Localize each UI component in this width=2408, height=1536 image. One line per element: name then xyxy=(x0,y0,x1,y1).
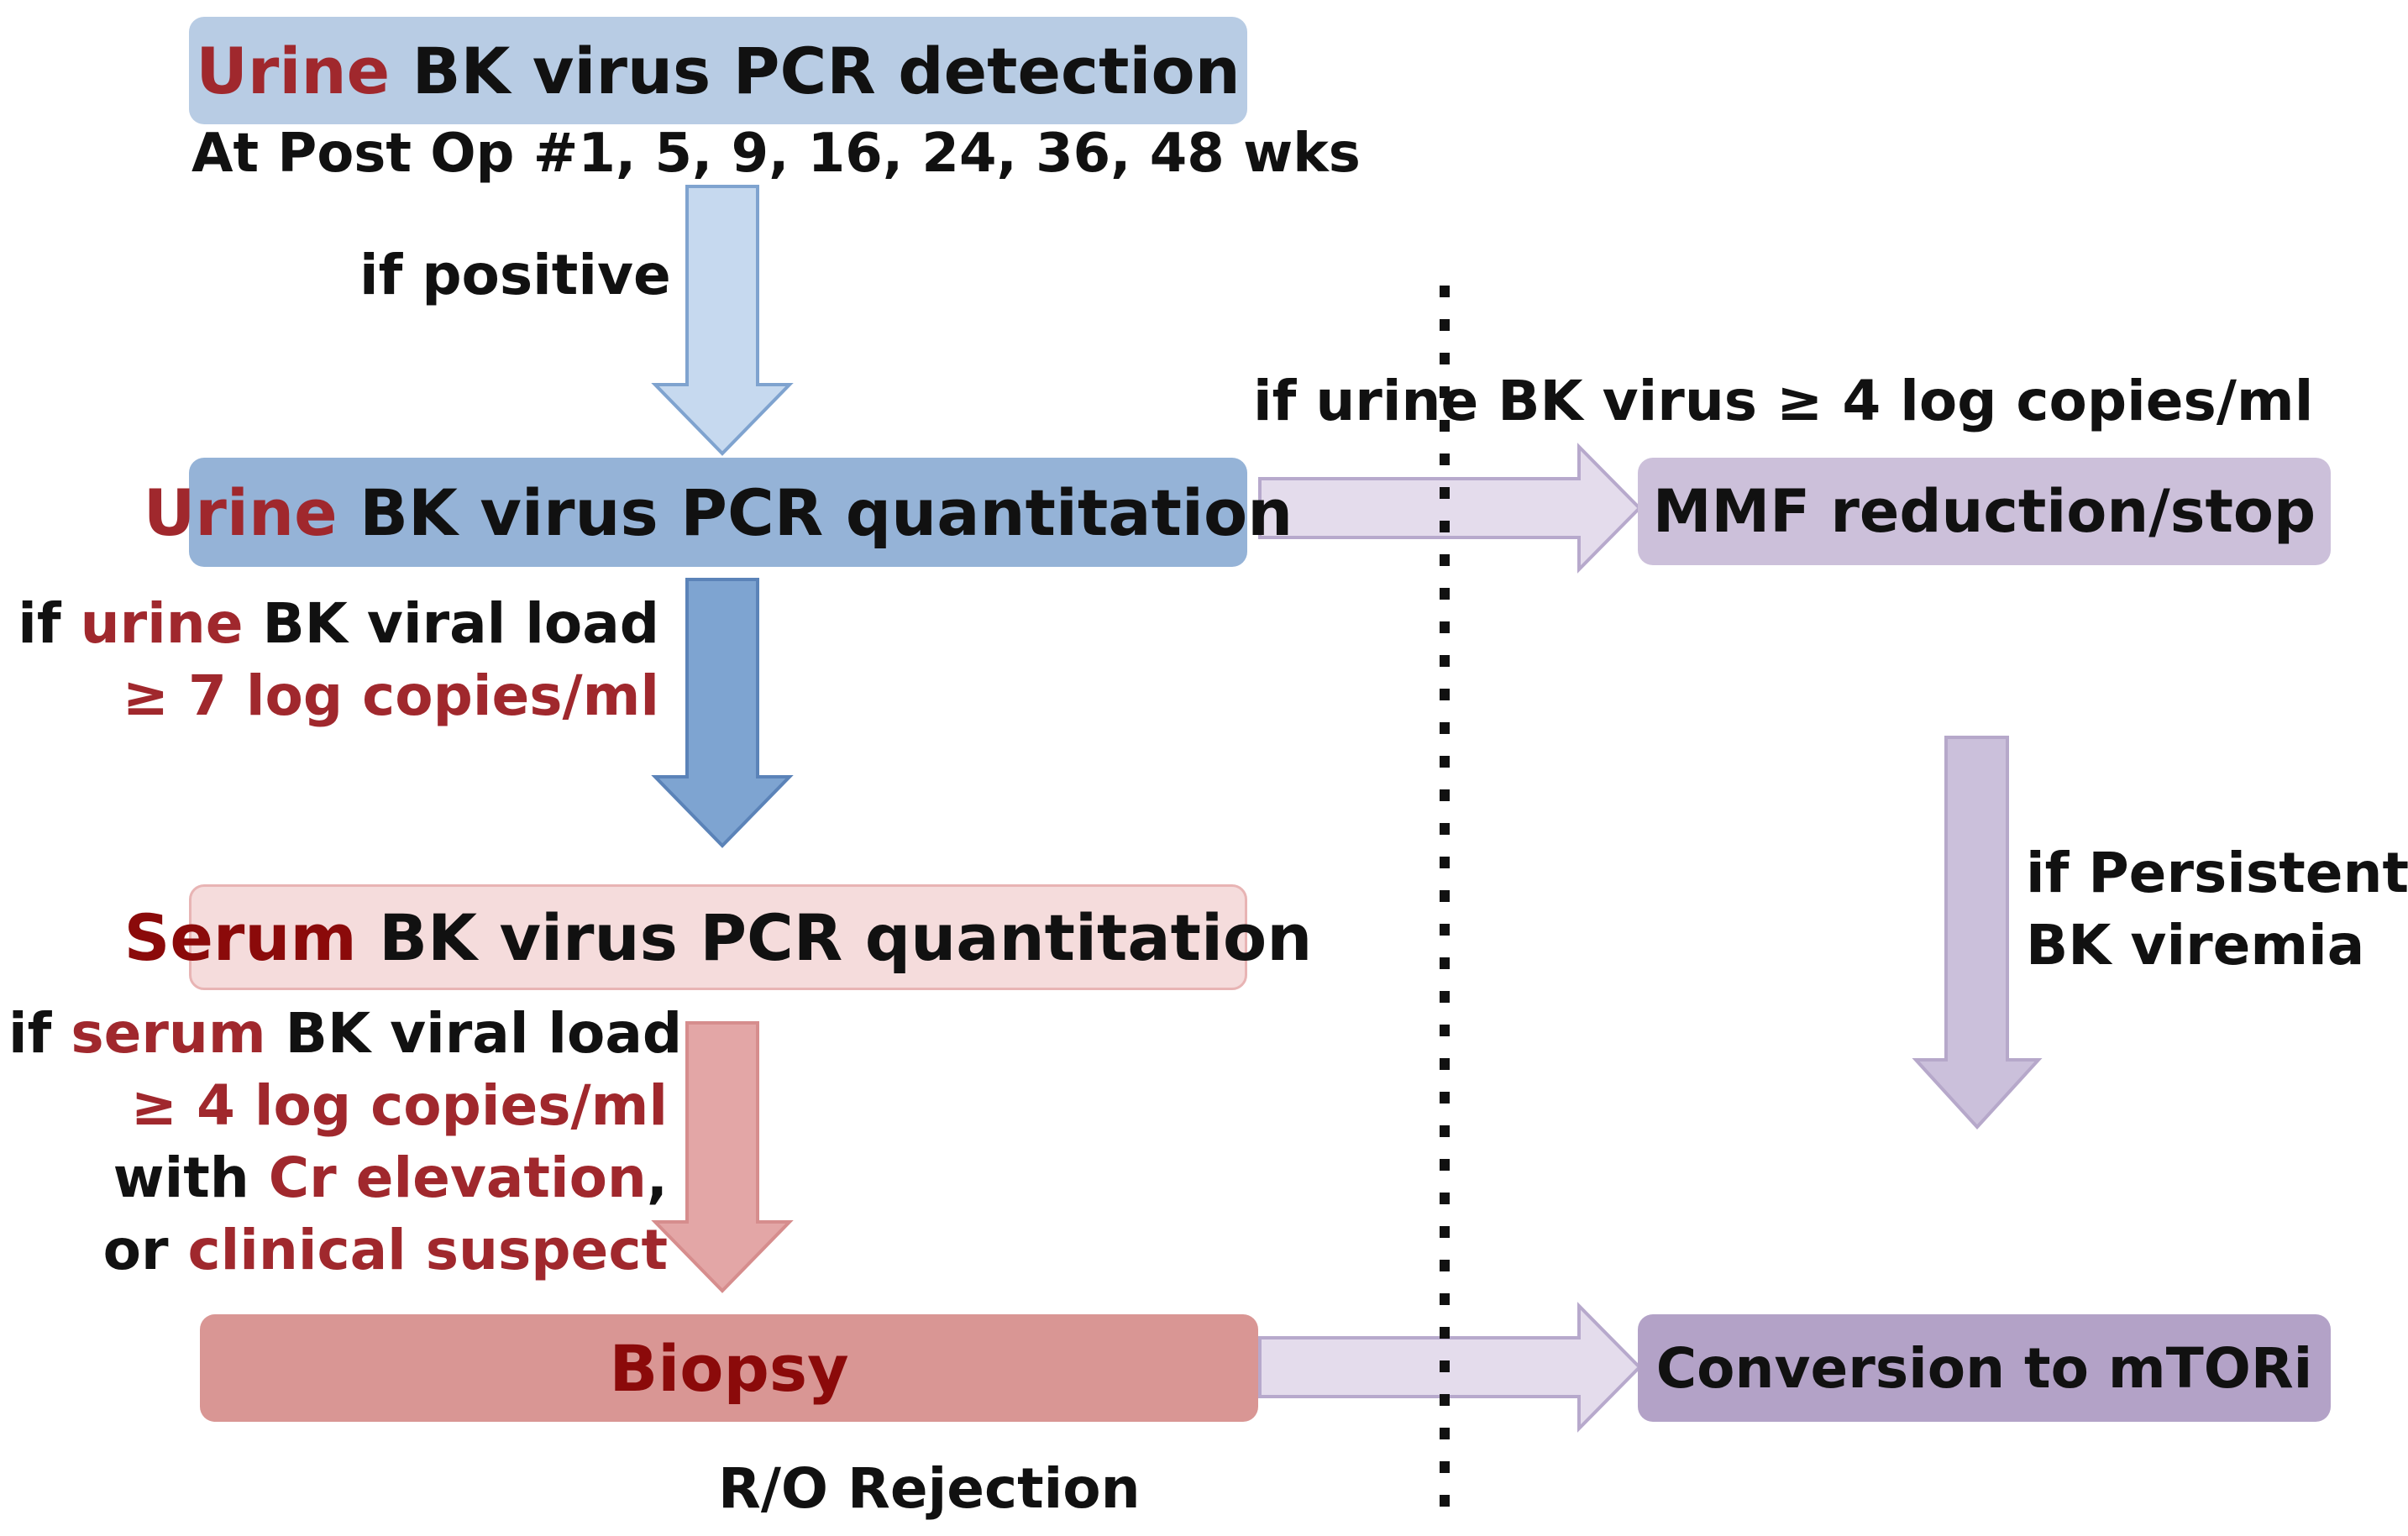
serum-quantitation-colored: Serum xyxy=(123,899,357,975)
urine-quantitation-rest: BK virus PCR quantitation xyxy=(337,474,1293,550)
biopsy-box: Biopsy xyxy=(200,1314,1258,1422)
serum-load-line4-colored: clinical suspect xyxy=(187,1218,668,1282)
urine-detection-colored: Urine xyxy=(196,33,391,108)
mtori-label: Conversion to mTORi xyxy=(1655,1335,2313,1401)
urine-detection-rest: BK virus PCR detection xyxy=(390,33,1241,108)
right-arrow-mmf xyxy=(1258,443,1642,574)
serum-load-line4-pre: or xyxy=(102,1218,188,1282)
urine-quantitation-box: Urine BK virus PCR quantitation xyxy=(144,458,1293,567)
serum-load-label: if serum BK viral load ≥ 4 log copies/ml… xyxy=(8,998,682,1287)
rejection-label: R/O Rejection xyxy=(718,1456,1141,1521)
urine-load-pre: if xyxy=(18,591,81,656)
mmf-label: MMF reduction/stop xyxy=(1652,477,2316,546)
persistent-label: if Persistent BK viremia xyxy=(2026,837,2408,982)
serum-load-line2: ≥ 4 log copies/ml xyxy=(130,1073,668,1138)
serum-load-colored: serum xyxy=(71,1001,266,1066)
urine-quantitation-colored: Urine xyxy=(143,474,338,550)
biopsy-label: Biopsy xyxy=(609,1330,849,1406)
serum-quantitation-rest: BK virus PCR quantitation xyxy=(356,899,1313,975)
persistent-line2: BK viremia xyxy=(2026,913,2365,978)
down-arrow-serum-load xyxy=(651,1021,794,1293)
mmf-box: MMF reduction/stop xyxy=(1638,458,2331,565)
if-positive-label: if positive xyxy=(359,243,671,307)
serum-quantitation-box: Serum BK virus PCR quantitation xyxy=(124,884,1312,990)
serum-load-line1: if serum BK viral load xyxy=(8,998,682,1070)
down-arrow-urine-load xyxy=(651,578,794,848)
schedule-label: At Post Op #1, 5, 9, 16, 24, 36, 48 wks xyxy=(191,123,1361,185)
serum-load-line3-post: , xyxy=(646,1145,668,1210)
urine-load-line1: if urine BK viral load xyxy=(17,588,659,660)
serum-load-line4: or clinical suspect xyxy=(8,1214,668,1287)
down-arrow-positive xyxy=(651,185,794,456)
urine-load-colored: urine xyxy=(80,591,244,656)
urine-load-line2: ≥ 7 log copies/ml xyxy=(122,663,659,728)
urine-load-label: if urine BK viral load ≥ 7 log copies/ml xyxy=(17,588,659,732)
serum-load-pre: if xyxy=(8,1001,71,1066)
persistent-line1: if Persistent xyxy=(2026,841,2408,905)
serum-load-post: BK viral load xyxy=(265,1001,683,1066)
serum-load-line3-pre: with xyxy=(113,1145,269,1210)
mtori-box: Conversion to mTORi xyxy=(1638,1314,2331,1422)
serum-load-line3: with Cr elevation, xyxy=(8,1142,668,1214)
serum-load-line3-colored: Cr elevation xyxy=(268,1145,647,1210)
urine-detection-box: Urine BK virus PCR detection xyxy=(189,17,1247,124)
down-arrow-persistent xyxy=(1912,736,2043,1130)
urine-threshold-label: if urine BK virus ≥ 4 log copies/ml xyxy=(1253,369,2314,433)
urine-load-post: BK viral load xyxy=(243,591,659,656)
